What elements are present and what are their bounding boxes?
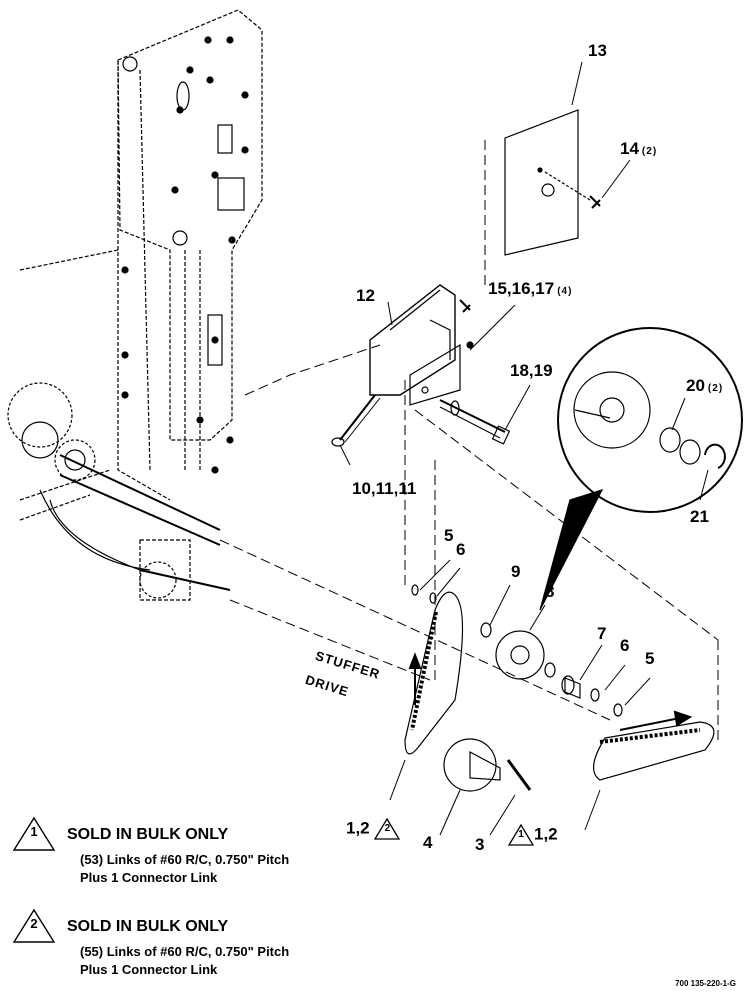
note-1-line1: (53) Links of #60 R/C, 0.750" Pitch <box>80 852 290 867</box>
bolt-10-11 <box>331 394 381 447</box>
frame-panel <box>19 9 263 521</box>
note-1-line2: Plus 1 Connector Link <box>80 870 218 885</box>
callout-14-label: 14 <box>620 139 639 158</box>
callout-4: 4 <box>423 833 433 852</box>
warning-triangle-icon: 1 <box>12 816 56 852</box>
callout-12: 12 <box>356 286 375 305</box>
triangle-number: 2 <box>384 823 391 834</box>
detail-circle <box>539 327 743 611</box>
callout-5-upper: 5 <box>444 526 454 545</box>
callout-9: 9 <box>511 562 521 581</box>
frame-holes <box>121 36 249 474</box>
callout-6-lower: 6 <box>620 636 630 655</box>
chain-left <box>404 591 464 755</box>
note-2-number: 2 <box>30 916 38 931</box>
idler-bracket <box>369 284 474 406</box>
sprocket-assembly <box>411 584 623 717</box>
callout-5-lower: 5 <box>645 649 655 668</box>
callout-15-label: 15,16,17 <box>488 279 555 298</box>
warning-triangle-icon: 2 <box>374 817 401 840</box>
callout-13: 13 <box>588 41 607 60</box>
callout-20-label: 20 <box>686 376 705 395</box>
projection-lines <box>219 140 719 740</box>
note-2-heading: SOLD IN BULK ONLY <box>67 918 229 935</box>
callout-21: 21 <box>690 507 709 526</box>
warning-triangle-icon: 1 <box>507 823 535 846</box>
bolt-18-19 <box>439 399 511 445</box>
drawing-number: 700 135-220-1-G <box>675 979 736 988</box>
callout-6-upper: 6 <box>456 540 466 559</box>
callout-8: 8 <box>545 582 555 601</box>
frame-clip <box>217 177 245 211</box>
callout-10-11-11: 10,11,11 <box>352 479 417 498</box>
chain-right <box>593 721 715 781</box>
callout-20-qty: (2) <box>707 383 724 394</box>
frame-bracket <box>217 124 233 154</box>
note-1-number: 1 <box>30 824 38 839</box>
lower-sprocket <box>443 738 532 792</box>
callout-3: 3 <box>475 835 485 854</box>
callout-18-19: 18,19 <box>510 361 553 380</box>
warning-triangle-icon: 2 <box>12 908 56 944</box>
callout-1-2-left: 1,2 2 <box>346 817 401 840</box>
callout-7: 7 <box>597 624 607 643</box>
leader-lines <box>339 61 709 836</box>
callout-1-2-left-label: 1,2 <box>346 818 370 838</box>
callout-14: 14(2) <box>620 140 657 157</box>
triangle-number: 1 <box>518 829 524 840</box>
note-2-line1: (55) Links of #60 R/C, 0.750" Pitch <box>80 944 290 959</box>
callout-20: 20(2) <box>686 377 723 394</box>
frame-slot <box>176 81 190 111</box>
note-2-line2: Plus 1 Connector Link <box>80 962 218 977</box>
direction-arrows <box>408 652 693 731</box>
note-1-heading: SOLD IN BULK ONLY <box>67 826 229 843</box>
callout-15-qty: (4) <box>557 286 573 297</box>
callout-15-16-17: 15,16,17(4) <box>488 280 572 297</box>
callout-1-2-right-label: 1,2 <box>534 824 558 844</box>
callout-14-qty: (2) <box>641 146 658 157</box>
left-gearbox <box>7 382 231 601</box>
frame-slot-2 <box>207 314 223 366</box>
cover-plate <box>504 109 601 256</box>
